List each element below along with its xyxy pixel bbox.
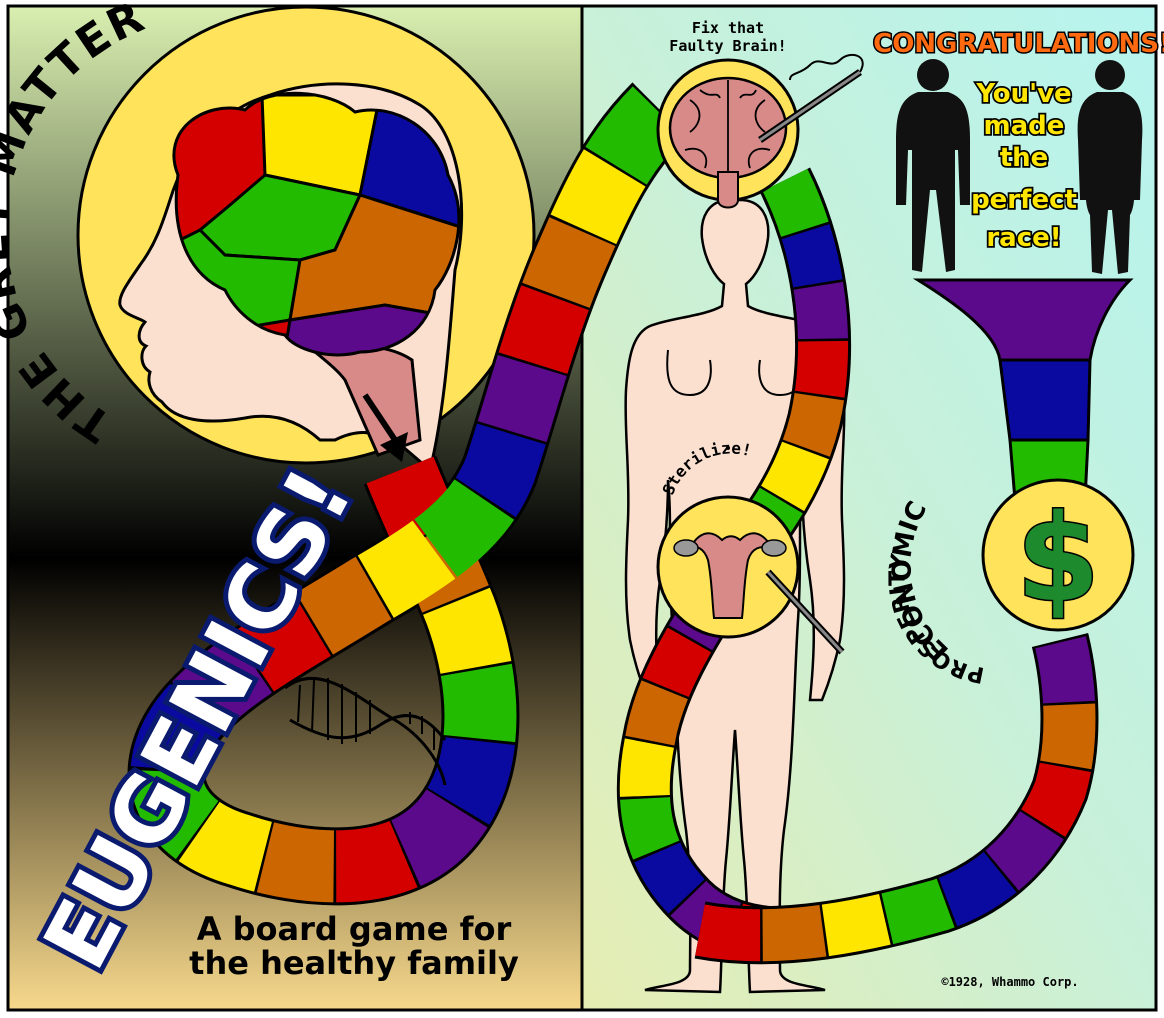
win-line-4: perfect xyxy=(971,185,1077,215)
track-space-red xyxy=(619,168,848,960)
track-space-red xyxy=(130,84,686,903)
dollar-icon: $ xyxy=(1016,490,1100,629)
track-left xyxy=(127,82,688,906)
silhouette-icons xyxy=(896,59,1143,274)
win-line-3: the xyxy=(1000,143,1049,173)
win-line-2: made xyxy=(984,111,1065,141)
copyright-text: ©1928, Whammo Corp. xyxy=(941,975,1078,989)
faulty-brain-circle xyxy=(656,53,864,209)
dollar-circle: $ xyxy=(981,478,1135,632)
tagline-line2: the healthy family xyxy=(189,944,519,982)
track-space-blue xyxy=(130,84,686,903)
track-right-lower xyxy=(694,632,1099,965)
track-space-orange xyxy=(695,633,1096,962)
win-line-5: race! xyxy=(986,223,1061,253)
man-silhouette-icon xyxy=(896,59,970,272)
dna-helix-icon xyxy=(284,676,447,786)
tagline-line1: A board game for xyxy=(197,910,512,948)
pedestal-band-blue xyxy=(998,358,1092,442)
woman-silhouette-icon xyxy=(1077,60,1143,274)
grey-matter-circle: THE GREY MATTER xyxy=(0,0,536,473)
track-space-orange xyxy=(695,633,1096,962)
win-line-1: You've xyxy=(975,79,1071,109)
brain-caption-line1: Fix that xyxy=(692,19,764,37)
uterus-icon xyxy=(687,532,774,619)
track-space-green xyxy=(130,84,686,903)
congrats-heading: CONGRATULATIONS! xyxy=(873,29,1164,59)
track-space-purple xyxy=(619,168,848,960)
brain-caption-line2: Faulty Brain! xyxy=(669,37,786,55)
win-message: You've made the perfect race! xyxy=(969,77,1078,255)
sterilize-circle xyxy=(656,495,845,655)
